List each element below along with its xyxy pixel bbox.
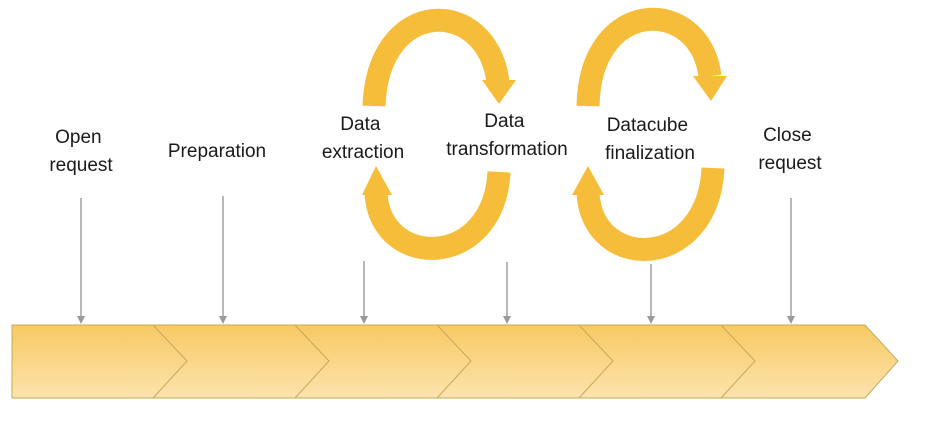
cycle-arrowhead-down [482, 80, 516, 104]
chevron-divider-4 [578, 324, 614, 399]
cycle-arc-top [576, 7, 722, 107]
pointer-data-transformation [503, 262, 511, 324]
cycle-arrowhead-down [693, 76, 727, 101]
cycle-arrows-icon [572, 7, 727, 261]
step-label-open-request: Open request [49, 127, 113, 176]
pointer-datacube-finalization [647, 264, 655, 324]
pointer-data-extraction [360, 261, 368, 324]
chevron-divider-1 [152, 324, 188, 399]
cycle-arrowhead-up [572, 166, 604, 195]
step-label-datacube-finalization: Datacube finalization [605, 115, 695, 164]
chevron-divider-5 [720, 324, 756, 399]
pointer-close-request [787, 198, 795, 324]
cycle-arc-top [362, 8, 510, 107]
cycle-arc-bottom [576, 167, 725, 261]
pointer-preparation [219, 196, 227, 324]
step-label-close-request: Close request [758, 125, 822, 174]
step-label-data-transformation: Data transformation [446, 111, 567, 160]
process-arrow-outline [11, 324, 899, 399]
process-arrow-band [11, 324, 899, 399]
chevron-divider-3 [436, 324, 472, 399]
pointer-open-request [77, 198, 85, 324]
step-label-data-extraction: Data extraction [322, 114, 404, 163]
cycle-arrowhead-up [362, 166, 392, 195]
step-label-preparation: Preparation [168, 141, 266, 162]
cycle-arc-bottom [364, 170, 511, 260]
chevron-divider-2 [294, 324, 330, 399]
cycle-arrows-icon [362, 8, 516, 260]
